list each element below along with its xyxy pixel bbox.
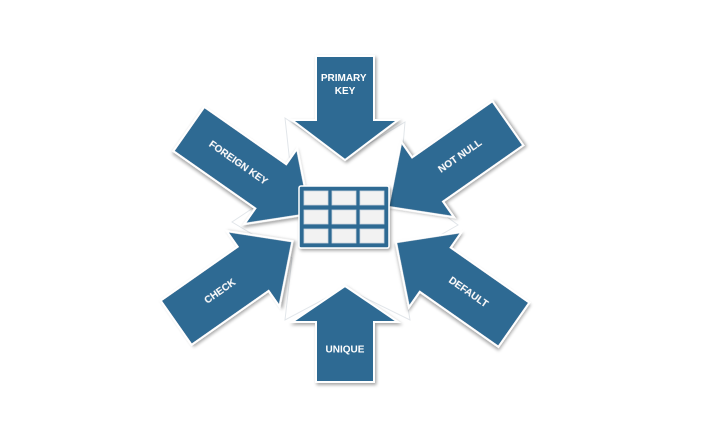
arrow-default: DEFAULT: [394, 230, 531, 349]
grid-cell: [303, 228, 329, 244]
grid-cell: [303, 190, 329, 206]
grid-cell: [303, 209, 329, 225]
arrow-foreign-key-shape: [171, 105, 312, 226]
arrow-not-null-shape: [387, 99, 525, 219]
grid-cell: [359, 209, 385, 225]
table-grid-icon: [298, 185, 390, 249]
arrow-not-null: NOT NULL: [387, 99, 525, 219]
arrow-primary-key-shape: [289, 55, 401, 162]
grid-cell: [359, 228, 385, 244]
arrow-default-shape: [394, 230, 531, 349]
arrow-check: CHECK: [159, 229, 294, 347]
grid-cell: [359, 190, 385, 206]
arrow-unique: UNIQUE: [288, 284, 402, 383]
arrow-primary-key-label: PRIMARY KEY: [321, 73, 369, 97]
grid-cell: [331, 209, 357, 225]
arrow-unique-label: UNIQUE: [326, 345, 365, 356]
arrow-unique-shape: [288, 284, 402, 383]
arrow-foreign-key: FOREIGN KEY: [171, 105, 312, 226]
arrow-check-shape: [159, 229, 294, 347]
grid-cell: [331, 228, 357, 244]
grid-cell: [331, 190, 357, 206]
arrow-primary-key: PRIMARY KEY: [289, 55, 401, 162]
